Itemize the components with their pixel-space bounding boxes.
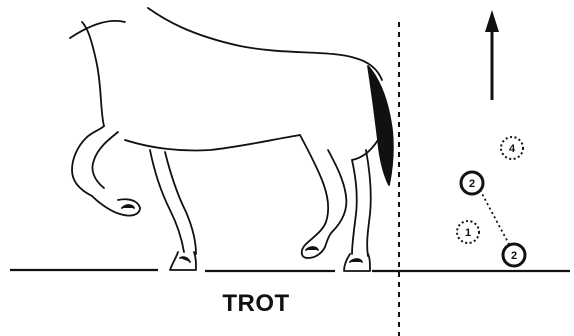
footfall-marker: 2 xyxy=(503,244,525,266)
up-arrow-icon xyxy=(485,10,499,100)
footfall-label: 1 xyxy=(465,227,471,239)
footfall-marker: 1 xyxy=(457,221,479,243)
horse-illustration xyxy=(70,8,393,271)
footfall-marker: 4 xyxy=(501,137,523,159)
ground-line xyxy=(10,270,570,271)
footfall-label: 2 xyxy=(469,178,475,190)
footfall-label: 2 xyxy=(511,250,517,262)
footfall-label: 4 xyxy=(509,143,516,155)
footfall-connector xyxy=(480,190,510,246)
footfall-marker: 2 xyxy=(461,172,483,194)
gait-caption: TROT xyxy=(206,290,306,318)
